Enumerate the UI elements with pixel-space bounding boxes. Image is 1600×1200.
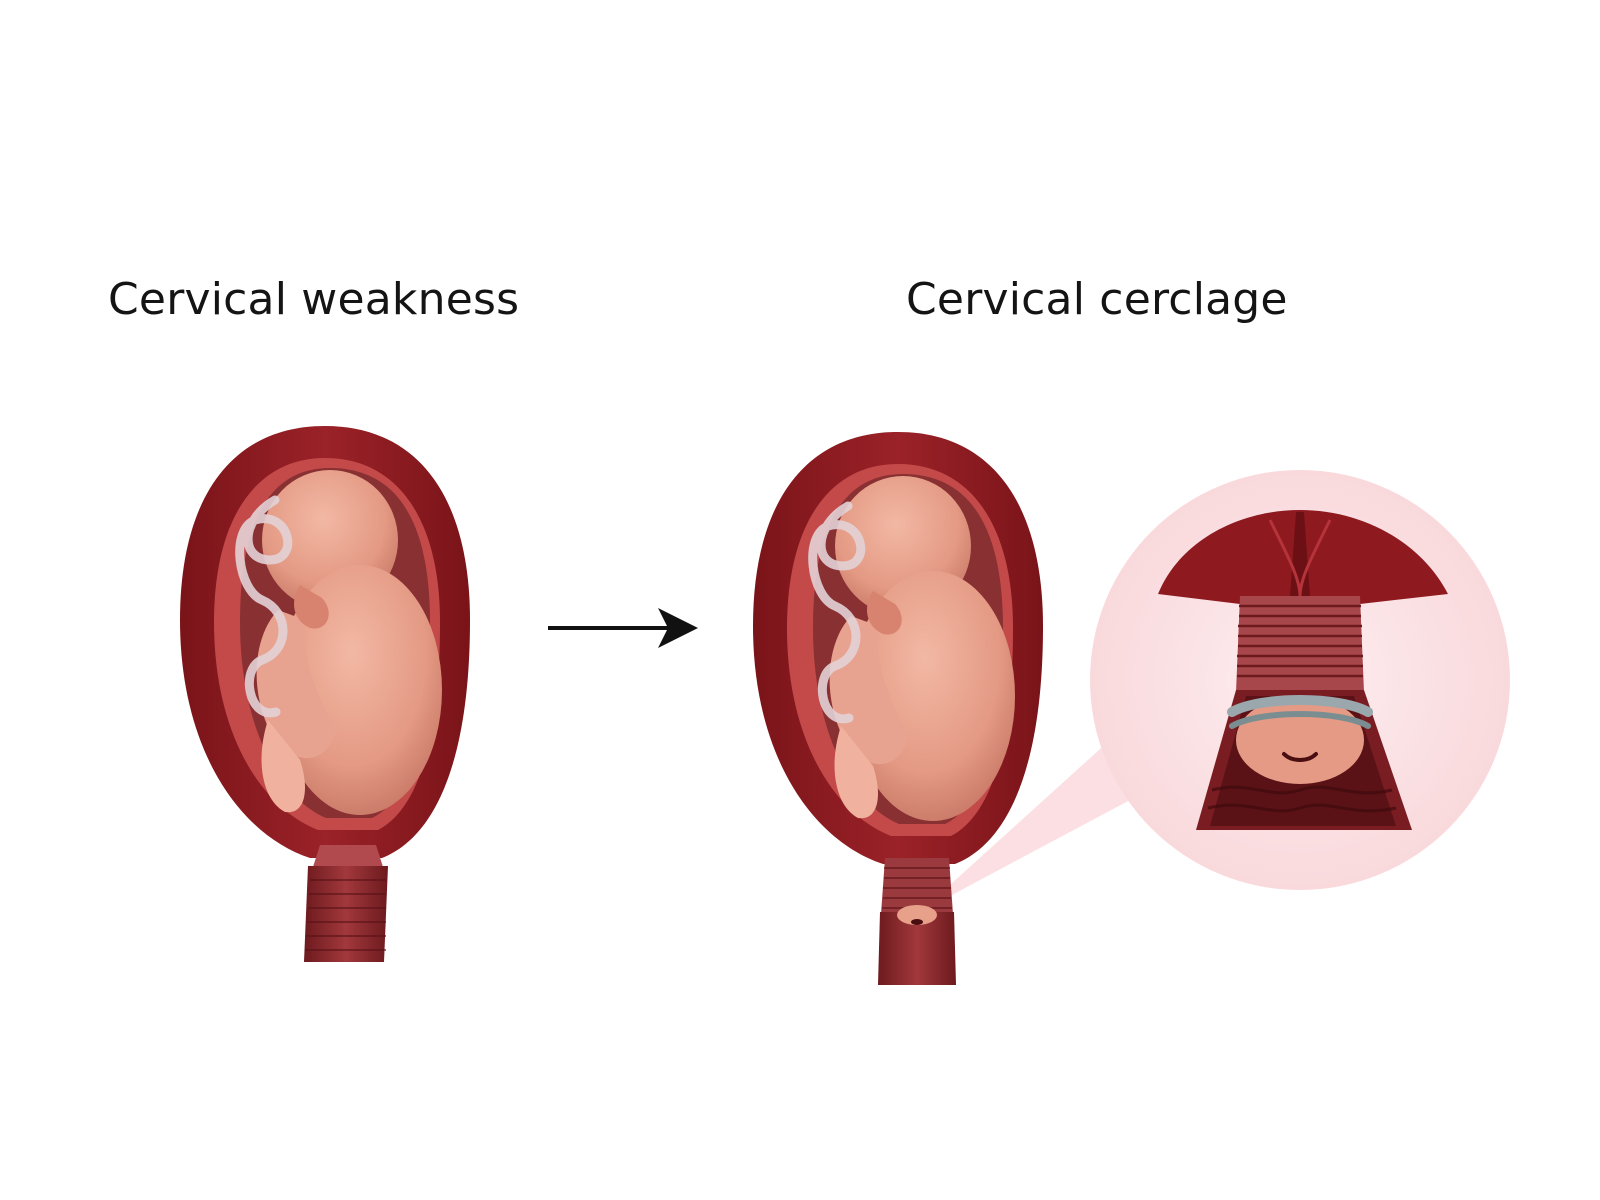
cervix-stitched: [878, 858, 956, 985]
umbilical-cord: [808, 501, 866, 724]
right-arrow-icon: [548, 608, 698, 648]
uterus-weak: [180, 426, 470, 962]
fetus: [256, 470, 442, 815]
cerclage-suture: [1227, 695, 1373, 717]
cervical-weakness-label: Cervical weakness: [108, 274, 520, 325]
cervical-cerclage-label: Cervical cerclage: [906, 274, 1288, 325]
cervix-open: [304, 845, 388, 962]
umbilical-cord: [235, 495, 293, 718]
zoom-detail: [1090, 470, 1510, 890]
zoom-connector: [920, 740, 1130, 912]
uterus-cerclage: [753, 432, 1043, 985]
